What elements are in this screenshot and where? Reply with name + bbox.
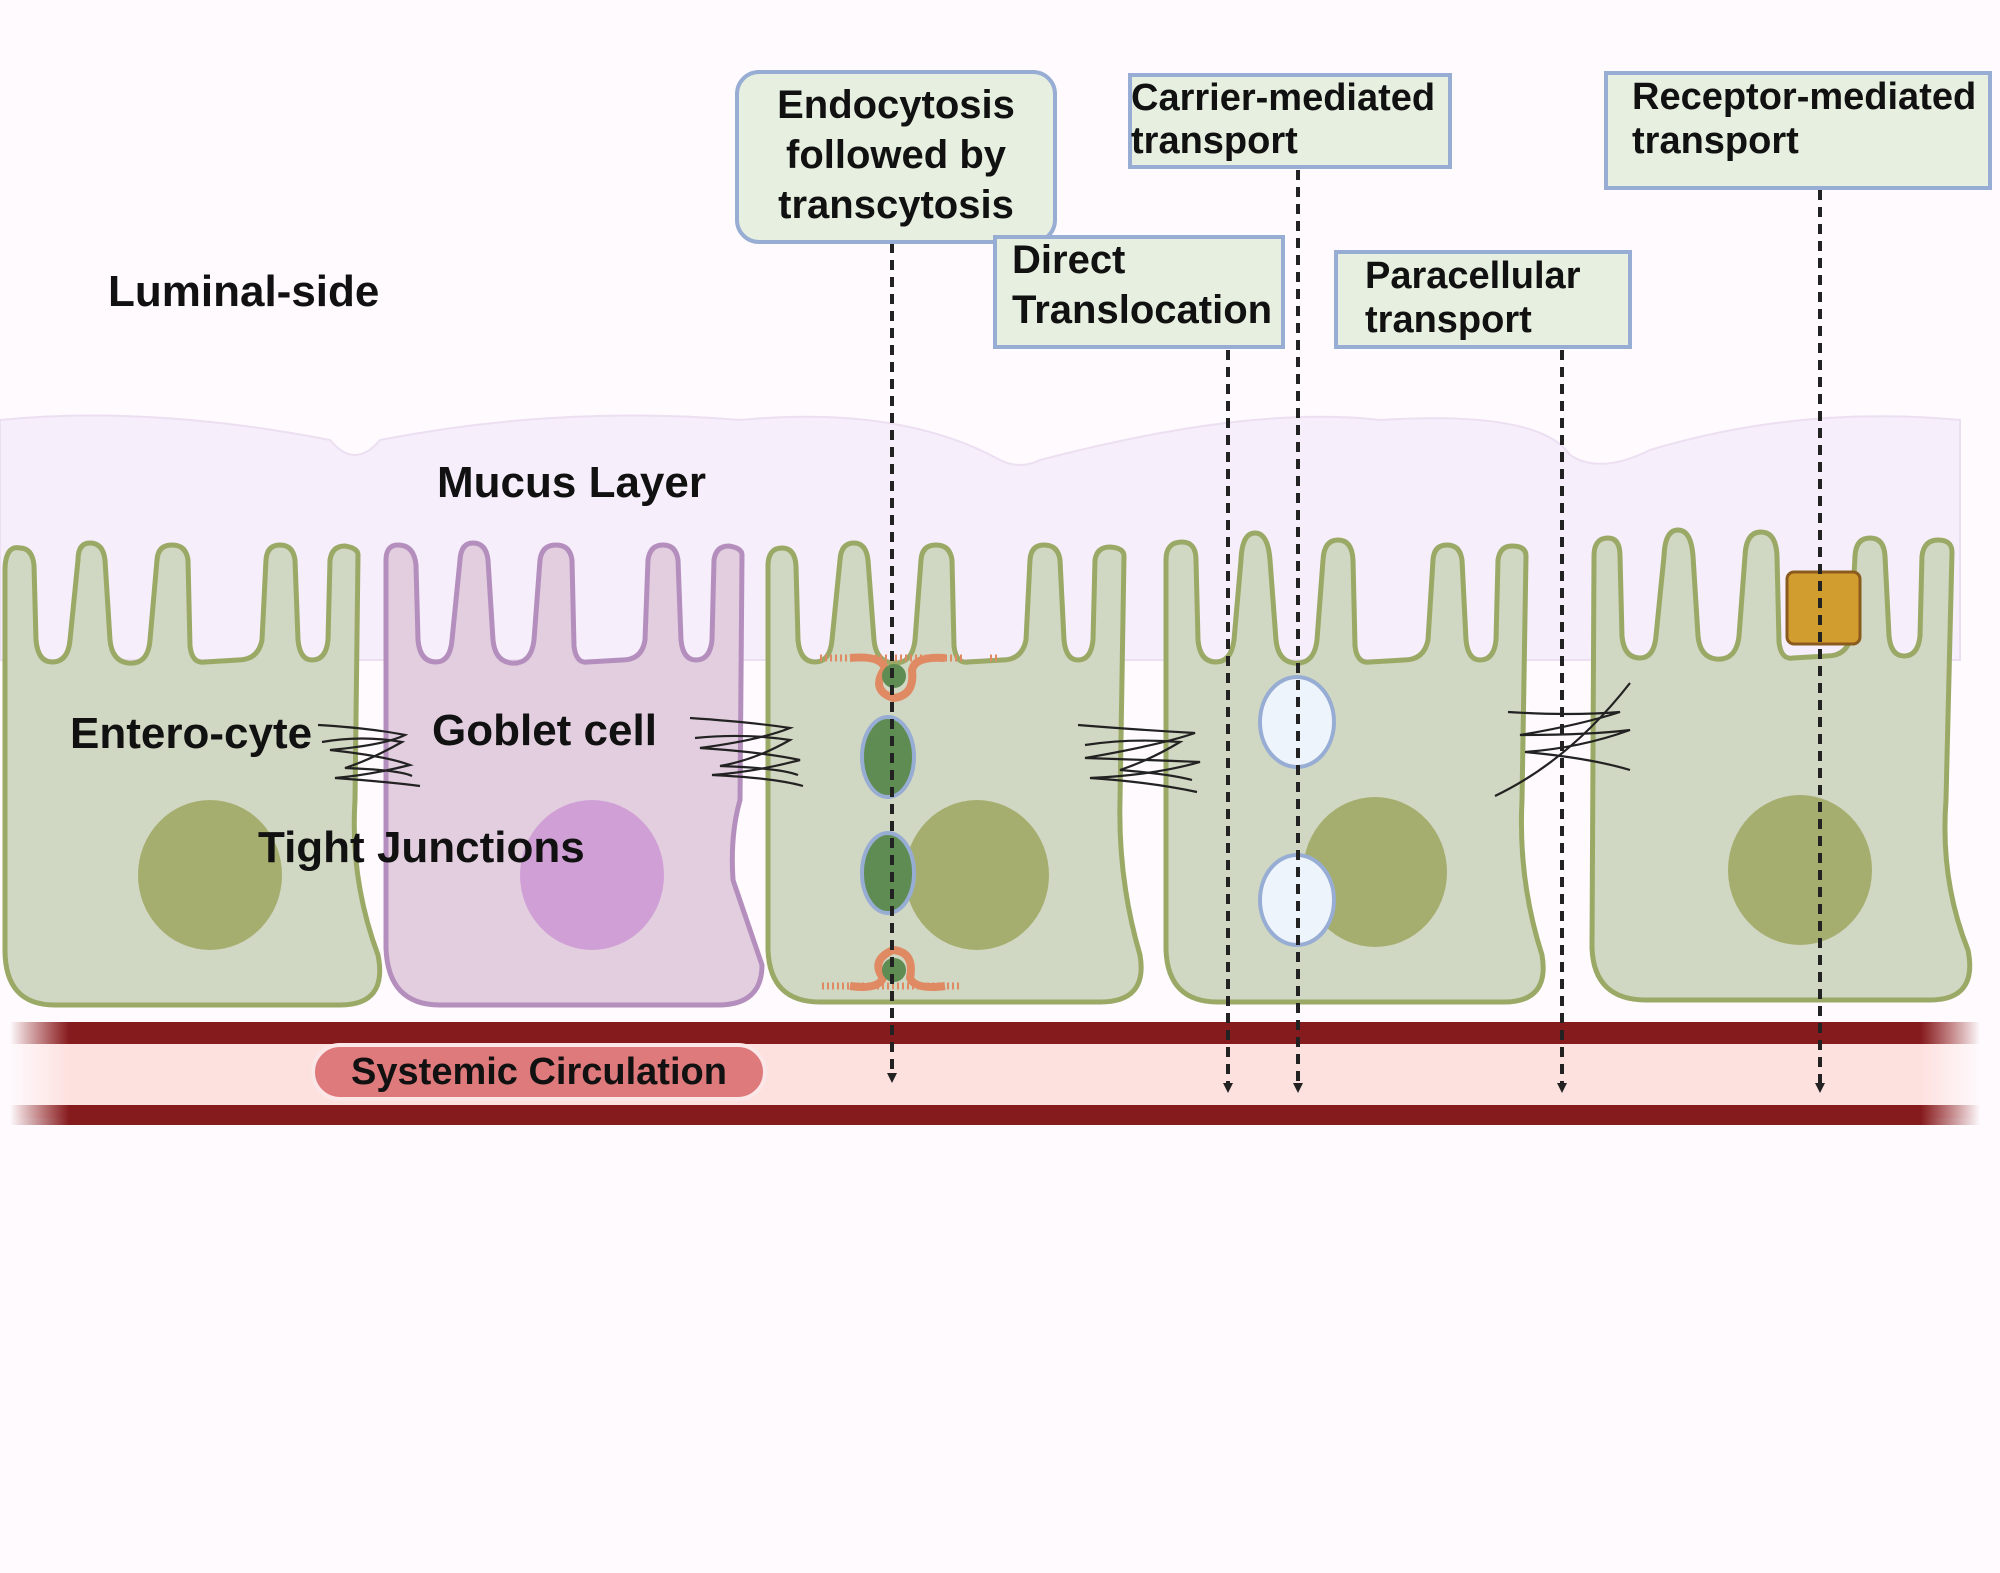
- receptor-line-2: transport: [1632, 120, 1799, 162]
- mucus-layer-label: Mucus Layer: [437, 458, 706, 507]
- label-box-receptor-mediated: Receptor-mediated transport: [1604, 71, 1992, 190]
- tight-junction-2: [689, 716, 804, 788]
- endocytosis-line-2: followed by: [786, 133, 1007, 177]
- label-box-direct-translocation: Direct Translocation: [993, 235, 1285, 349]
- goblet-cell-label: Goblet cell: [432, 706, 657, 755]
- carrier-line-2: transport: [1131, 120, 1298, 162]
- enterocyte-cell-1: [2, 540, 383, 1008]
- direct-line-2: Translocation: [1012, 288, 1272, 332]
- endosome-vesicle-2: [860, 831, 916, 915]
- receptor-line-1: Receptor-mediated: [1632, 76, 1976, 118]
- enterocyte-cell-5: [1589, 527, 1973, 1003]
- tight-junction-1: [317, 723, 421, 788]
- systemic-circulation-label: Systemic Circulation: [351, 1051, 727, 1093]
- label-box-paracellular: Paracellular transport: [1334, 250, 1632, 349]
- nucleus: [1303, 797, 1447, 947]
- membrane-receptor: [1785, 570, 1862, 646]
- pathway-arrows: [887, 170, 1825, 1093]
- paracellular-line-2: transport: [1365, 299, 1532, 341]
- endosome-vesicle-1: [860, 715, 916, 799]
- nucleus: [1728, 795, 1872, 945]
- endocytosis-line-3: transcytosis: [778, 183, 1014, 227]
- goblet-cell: [383, 540, 765, 1008]
- vesicle-cargo: [882, 958, 906, 982]
- carrier-line-1: Carrier-mediated: [1131, 77, 1435, 119]
- luminal-side-label: Luminal-side: [108, 267, 379, 316]
- goblet-nucleus: [520, 800, 664, 950]
- direct-line-1: Direct: [1012, 238, 1125, 282]
- tight-junction-3: [1077, 723, 1201, 794]
- label-box-carrier-mediated: Carrier-mediated transport: [1128, 73, 1452, 169]
- blood-vessel: [10, 1022, 1980, 1125]
- paracellular-line-1: Paracellular: [1365, 255, 1581, 297]
- systemic-circulation-badge: Systemic Circulation: [311, 1043, 767, 1101]
- tight-junctions-label: Tight Junctions: [258, 823, 585, 872]
- enterocyte-label: Entero-cyte: [70, 709, 312, 758]
- nucleus: [138, 800, 282, 950]
- nucleus: [905, 800, 1049, 950]
- tight-junction-4: [1494, 682, 1631, 797]
- endocytosis-line-1: Endocytosis: [777, 83, 1015, 127]
- label-box-endocytosis: Endocytosis followed by transcytosis: [735, 70, 1057, 244]
